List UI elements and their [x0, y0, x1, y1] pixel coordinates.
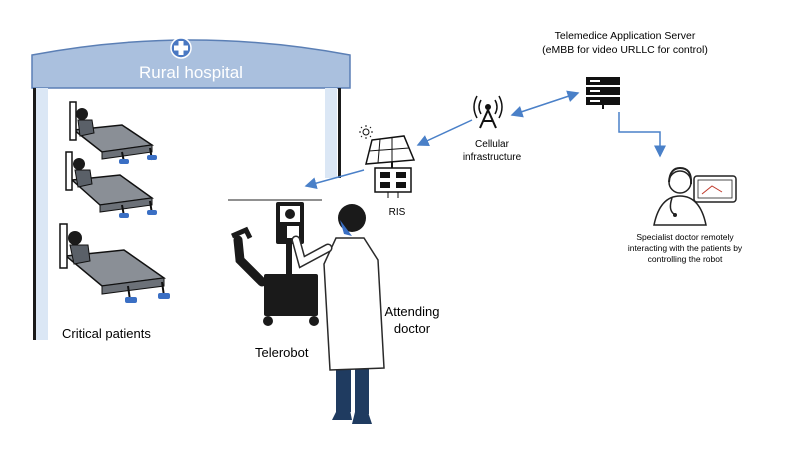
- medical-cross-icon: [170, 37, 192, 59]
- ris-to-robot-link: [304, 169, 365, 189]
- critical-patients-label: Critical patients: [62, 326, 151, 341]
- telerobot-icon: [228, 199, 322, 326]
- attending-doctor-line1: Attending: [384, 304, 440, 319]
- telerobot-label: Telerobot: [255, 345, 309, 360]
- cellular-label-line2: infrastructure: [462, 152, 522, 163]
- hospital-bed-icon: [69, 101, 157, 164]
- server-title: Telemedice Application Server (eMBB for …: [520, 29, 730, 57]
- specialist-line2: interacting with the patients by: [627, 243, 743, 253]
- hospital-bed-icon: [59, 223, 170, 303]
- server-to-specialist-link: [618, 112, 666, 158]
- specialist-line3: controlling the robot: [647, 254, 723, 264]
- specialist-line1: Specialist doctor remotely: [636, 232, 734, 242]
- cell-tower-icon: [473, 95, 503, 129]
- server-icon: [586, 77, 620, 109]
- tower-to-ris-link: [416, 119, 473, 147]
- attending-doctor-label: Attending doctor: [382, 303, 442, 337]
- hospital-title: Rural hospital: [139, 63, 243, 82]
- server-title-line2: (eMBB for video URLLC for control): [542, 44, 708, 56]
- attending-doctor-line2: doctor: [393, 321, 431, 336]
- server-to-tower-link: [510, 90, 580, 118]
- cellular-label-line1: Cellular: [475, 139, 509, 150]
- tablet-icon: [693, 175, 737, 203]
- server-title-line1: Telemedice Application Server: [554, 30, 696, 42]
- remote-doctor-icon: [653, 166, 707, 226]
- specialist-label: Specialist doctor remotely interacting w…: [600, 232, 770, 265]
- hospital-building: [31, 37, 351, 340]
- doctor-icon: [291, 204, 385, 424]
- hospital-bed-icon: [65, 151, 157, 218]
- cellular-label: Cellular infrastructure: [452, 138, 532, 164]
- ris-panel-icon: [359, 125, 416, 198]
- ris-label: RIS: [388, 207, 406, 218]
